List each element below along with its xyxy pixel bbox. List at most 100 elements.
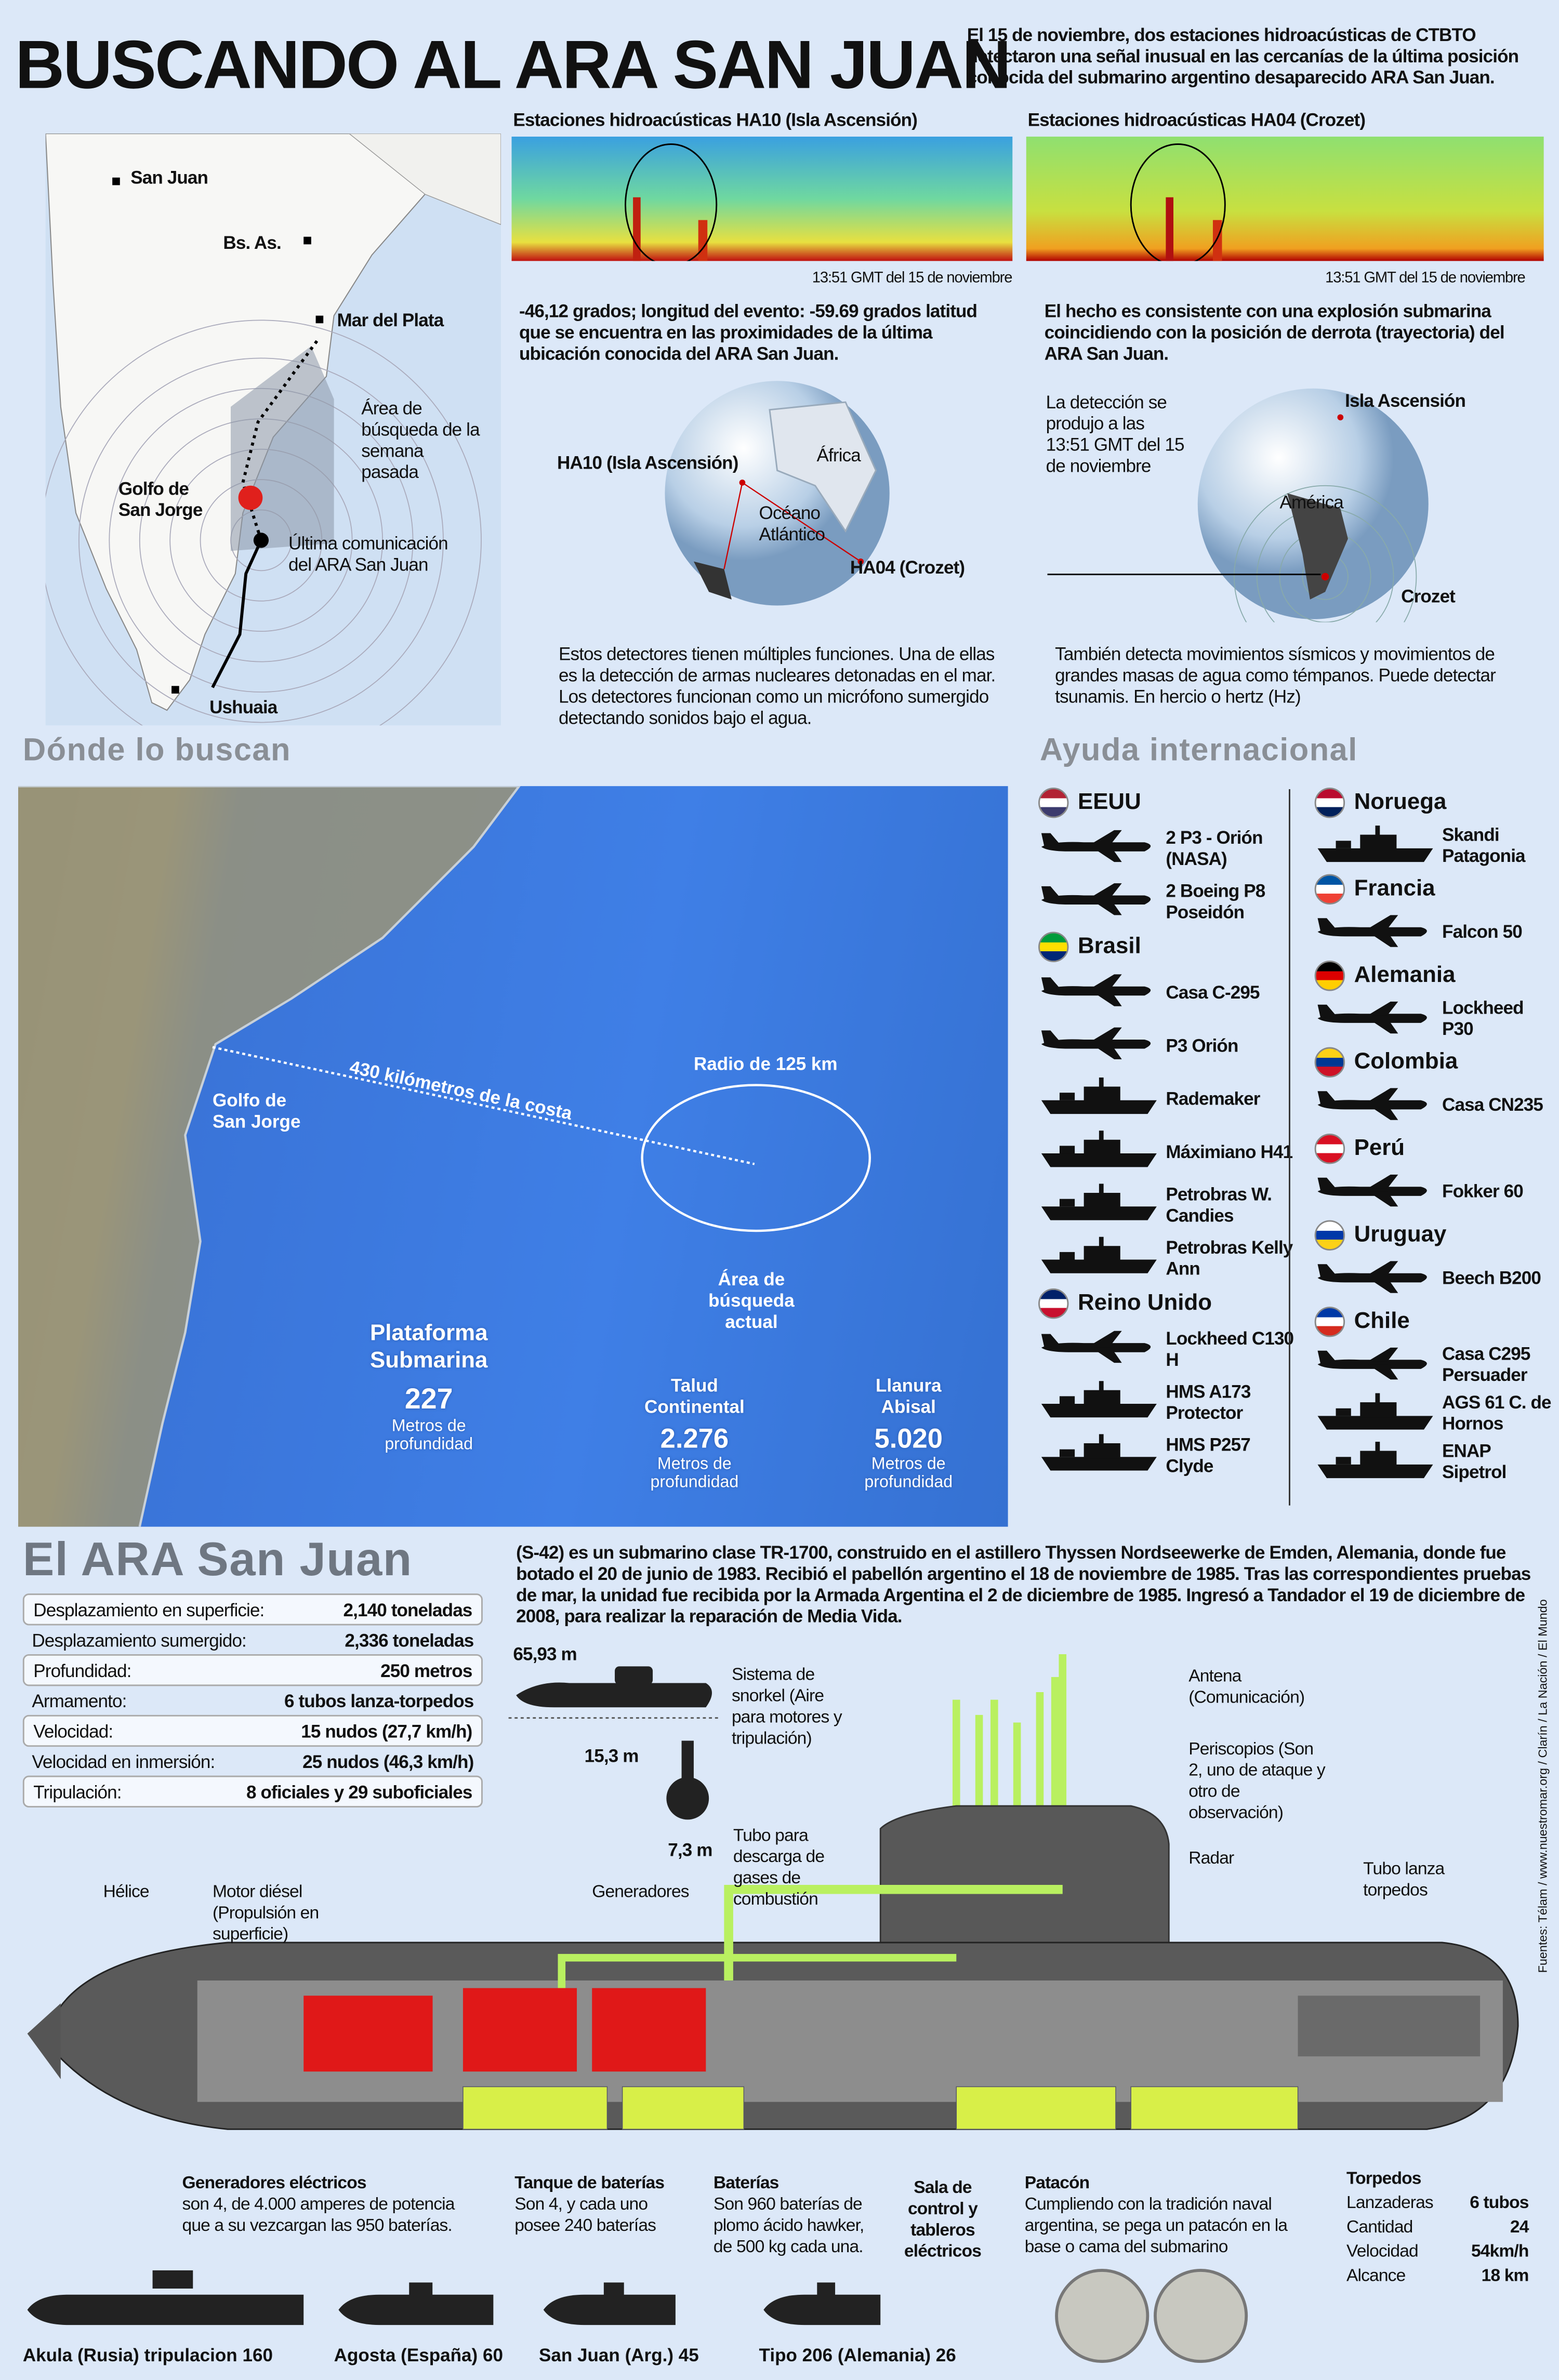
aid-item-label: Máximiano H41 bbox=[1166, 1140, 1293, 1162]
satellite-map bbox=[18, 786, 1008, 1527]
flag-icon bbox=[1314, 873, 1345, 904]
aid-item-label: ENAP Sipetrol bbox=[1442, 1440, 1507, 1483]
tank-text: Son 4, y cada uno posee 240 baterías bbox=[514, 2196, 656, 2236]
gen-title: Generadores eléctricos son 4, de 4.000 am… bbox=[182, 2173, 486, 2237]
battery-title: Baterías bbox=[713, 2174, 779, 2193]
label-diesel: Motor diésel (Propulsión en superficie) bbox=[212, 1883, 319, 1944]
spec-value: 8 oficiales y 29 suboficiales bbox=[246, 1780, 472, 1802]
page-title: BUSCANDO AL ARA SAN JUAN bbox=[15, 25, 1011, 103]
aid-item: Petrobras W. Candies bbox=[1038, 1178, 1297, 1231]
intro-text: El 15 de noviembre, dos estaciones hidro… bbox=[967, 24, 1519, 88]
torpedo-label: Velocidad bbox=[1346, 2243, 1419, 2262]
submarine-silhouette-icon bbox=[543, 2282, 676, 2325]
aid-item: 2 Boeing P8 Poseidón bbox=[1038, 874, 1297, 927]
submarine-silhouette-icon bbox=[763, 2282, 881, 2325]
torpedo-title: Torpedos bbox=[1346, 2170, 1421, 2189]
country-name: Reino Unido bbox=[1077, 1289, 1212, 1316]
country-name: Uruguay bbox=[1354, 1221, 1447, 1248]
gen-title-text: Generadores eléctricos bbox=[182, 2174, 367, 2193]
radius-label: Radio de 125 km bbox=[693, 1053, 838, 1075]
map-label-mar-del-plata: Mar del Plata bbox=[337, 309, 444, 331]
plane-icon bbox=[1038, 875, 1160, 925]
aid-item-label: Casa C295 Persuader bbox=[1442, 1343, 1530, 1386]
aid-item-label: AGS 61 C. de Hornos bbox=[1442, 1391, 1552, 1434]
gen-text: son 4, de 4.000 amperes de potencia que … bbox=[182, 2196, 455, 2236]
torpedo-value: 18 km bbox=[1481, 2267, 1529, 2286]
map-label-search-area: Área de búsqueda de la semana pasada bbox=[361, 397, 480, 483]
aid-item: Skandi Patagonia bbox=[1315, 821, 1557, 869]
label-snorkel: Sistema de snorkel (Aire para motores y … bbox=[731, 1666, 842, 1749]
station-title-ha10: Estaciones hidroacústicas HA10 (Isla Asc… bbox=[513, 109, 918, 131]
sources: Fuentes: Télam / www.nuestromar.org / Cl… bbox=[1536, 1599, 1550, 1973]
tank-title: Tanque de baterías bbox=[514, 2174, 665, 2193]
spec-row: Desplazamiento sumergido:2,336 toneladas bbox=[23, 1625, 483, 1654]
spec-value: 2,140 toneladas bbox=[343, 1599, 472, 1620]
spec-label: Velocidad: bbox=[33, 1720, 113, 1741]
zone-name: Llanura Abisal bbox=[875, 1375, 942, 1418]
sub-description: (S-42) es un submarino clase TR-1700, co… bbox=[516, 1541, 1531, 1627]
timestamp-ha04: 13:51 GMT del 15 de noviembre bbox=[1325, 270, 1526, 287]
search-area-label: Área de búsqueda actual bbox=[708, 1269, 795, 1333]
label-antenna: Antena (Comunicación) bbox=[1188, 1668, 1305, 1708]
country-name: Alemania bbox=[1354, 962, 1456, 988]
flag-icon bbox=[1314, 960, 1345, 991]
map-label-bs-as: Bs. As. bbox=[223, 232, 281, 254]
golfo-label: Golfo de San Jorge bbox=[212, 1089, 301, 1133]
country-noruega: Noruega bbox=[1314, 783, 1557, 821]
country-perú: Perú bbox=[1314, 1129, 1557, 1167]
globe-america bbox=[1197, 388, 1429, 622]
country-name: EEUU bbox=[1077, 789, 1141, 815]
spec-row: Armamento:6 tubos lanza-torpedos bbox=[23, 1686, 483, 1715]
aid-item: Casa CN235 bbox=[1315, 1081, 1557, 1129]
aid-item-label: Skandi Patagonia bbox=[1442, 824, 1526, 867]
globe-label-crozet: Crozet bbox=[1401, 586, 1456, 607]
torpedo-value: 6 tubos bbox=[1470, 2194, 1529, 2213]
spec-label: Desplazamiento sumergido: bbox=[32, 1629, 246, 1651]
spec-label: Velocidad en inmersión: bbox=[32, 1750, 215, 1772]
country-francia: Francia bbox=[1314, 870, 1557, 908]
aid-item-label: Petrobras W. Candies bbox=[1166, 1182, 1272, 1226]
submarine-silhouette-icon bbox=[338, 2282, 494, 2325]
torpedo-value: 54km/h bbox=[1471, 2243, 1529, 2262]
comparison-label: San Juan (Arg.) 45 bbox=[538, 2345, 699, 2366]
map-label-golfo: Golfo de San Jorge bbox=[118, 478, 203, 521]
country-chile: Chile bbox=[1314, 1302, 1557, 1340]
section-heading-aid: Ayuda internacional bbox=[1039, 733, 1358, 768]
patacon-text: Cumpliendo con la tradición naval argent… bbox=[1024, 2196, 1288, 2257]
aid-item: Petrobras Kelly Ann bbox=[1038, 1231, 1297, 1284]
spec-value: 6 tubos lanza-torpedos bbox=[284, 1690, 474, 1711]
flag-icon bbox=[1038, 787, 1069, 818]
globe-africa bbox=[665, 381, 890, 606]
dim-length: 65,93 m bbox=[513, 1643, 577, 1665]
spec-row: Profundidad:250 metros bbox=[22, 1654, 483, 1686]
label-torpedo-tube: Tubo lanza torpedos bbox=[1363, 1860, 1445, 1900]
patacon-title: Patacón bbox=[1024, 2174, 1090, 2193]
aid-item-label: P3 Orión bbox=[1166, 1034, 1238, 1056]
label-generators: Generadores bbox=[592, 1883, 689, 1902]
plane-icon bbox=[1038, 967, 1160, 1017]
map-label-san-juan: San Juan bbox=[130, 167, 208, 189]
zone-name: Plataforma Submarina bbox=[369, 1320, 488, 1374]
aid-item: ENAP Sipetrol bbox=[1315, 1437, 1557, 1485]
comparison-item: Akula (Rusia) tripulacion 160 bbox=[23, 2261, 311, 2366]
aid-item: HMS P257 Clyde bbox=[1038, 1428, 1297, 1481]
timestamp-ha10: 13:51 GMT del 15 de noviembre bbox=[812, 270, 1013, 287]
aid-item: Rademaker bbox=[1038, 1071, 1297, 1124]
globe-label-africa: África bbox=[816, 444, 861, 466]
globe-label-detection: La detección se produjo a las 13:51 GMT … bbox=[1046, 391, 1185, 477]
label-propeller: Hélice bbox=[103, 1883, 150, 1902]
country-name: Chile bbox=[1354, 1308, 1410, 1334]
aid-item: 2 P3 - Orión (NASA) bbox=[1038, 821, 1297, 874]
aid-item: HMS A173 Protector bbox=[1038, 1375, 1297, 1428]
country-alemania: Alemania bbox=[1314, 956, 1557, 994]
aid-item-label: HMS P257 Clyde bbox=[1166, 1433, 1250, 1476]
section-heading-where: Dónde lo buscan bbox=[22, 733, 291, 768]
aid-item-label: Fokker 60 bbox=[1442, 1180, 1524, 1202]
